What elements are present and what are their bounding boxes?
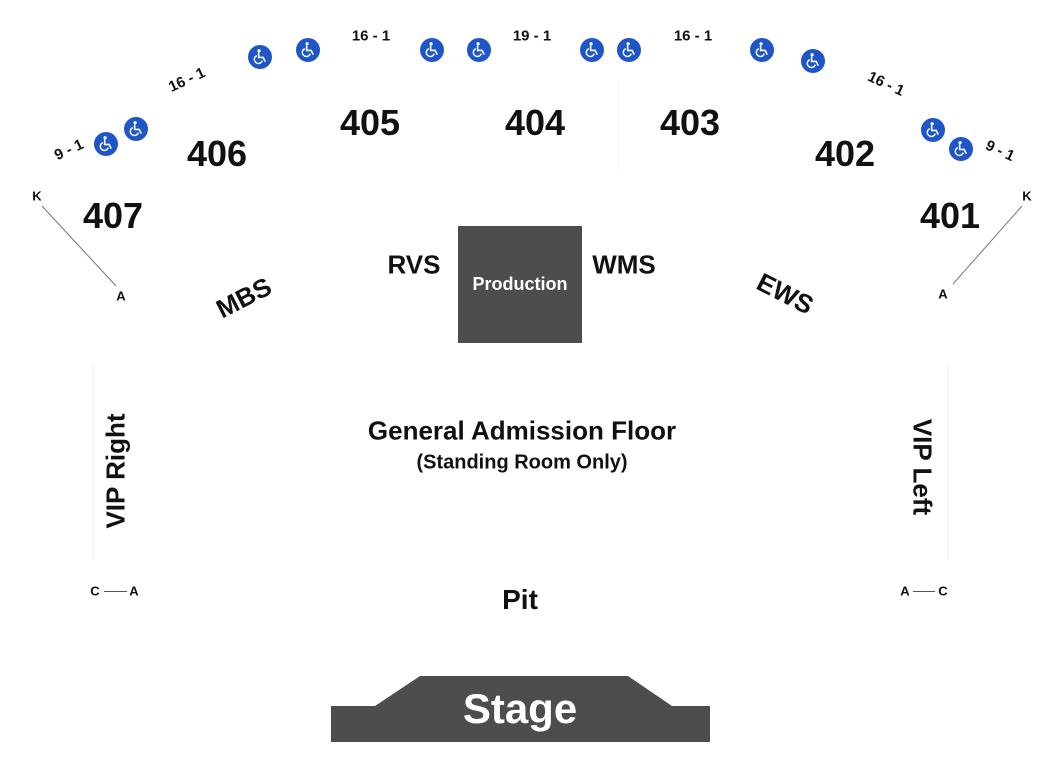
vip-right-row-line bbox=[104, 591, 127, 592]
row-range-404: 19 - 1 bbox=[512, 27, 552, 45]
ga-floor-title[interactable]: General Admission Floor bbox=[367, 415, 677, 446]
section-403[interactable]: 403 bbox=[659, 102, 721, 143]
ga-floor-subtitle: (Standing Room Only) bbox=[416, 451, 628, 474]
wheelchair-accessible-icon[interactable] bbox=[617, 38, 641, 62]
section-vip-right[interactable]: VIP Right bbox=[100, 413, 131, 529]
wheelchair-accessible-icon[interactable] bbox=[124, 117, 148, 141]
row-marker-a-left: A bbox=[116, 288, 126, 304]
section-405[interactable]: 405 bbox=[339, 102, 401, 143]
wheelchair-accessible-icon[interactable] bbox=[801, 49, 825, 73]
section-401[interactable]: 401 bbox=[919, 195, 981, 236]
vip-right-row-c: C bbox=[90, 583, 100, 599]
section-pit[interactable]: Pit bbox=[502, 584, 538, 615]
wheelchair-accessible-icon[interactable] bbox=[921, 118, 945, 142]
section-404[interactable]: 404 bbox=[504, 102, 566, 143]
vip-left-row-a: A bbox=[900, 583, 910, 599]
row-marker-a-right: A bbox=[938, 286, 948, 302]
vip-right-row-a: A bbox=[129, 583, 139, 599]
section-wms[interactable]: WMS bbox=[592, 249, 656, 280]
production-label: Production bbox=[472, 274, 568, 294]
section-vip-left[interactable]: VIP Left bbox=[907, 418, 938, 516]
row-guide-left bbox=[41, 205, 117, 287]
vip-left-row-line bbox=[913, 591, 935, 592]
section-rvs[interactable]: RVS bbox=[387, 249, 441, 280]
row-marker-k-right: K bbox=[1022, 188, 1032, 204]
row-range-405: 16 - 1 bbox=[351, 27, 391, 45]
row-marker-k-left: K bbox=[32, 188, 42, 204]
stage-label: Stage bbox=[462, 685, 578, 732]
wheelchair-accessible-icon[interactable] bbox=[248, 45, 272, 69]
row-guide-right bbox=[952, 205, 1023, 285]
wheelchair-accessible-icon[interactable] bbox=[296, 38, 320, 62]
section-402[interactable]: 402 bbox=[814, 133, 876, 174]
wheelchair-accessible-icon[interactable] bbox=[580, 38, 604, 62]
section-407[interactable]: 407 bbox=[82, 195, 144, 236]
wheelchair-accessible-icon[interactable] bbox=[949, 137, 973, 161]
vip-left-row-c: C bbox=[938, 583, 948, 599]
wheelchair-accessible-icon[interactable] bbox=[467, 38, 491, 62]
wheelchair-accessible-icon[interactable] bbox=[750, 38, 774, 62]
row-range-403: 16 - 1 bbox=[673, 27, 713, 45]
wheelchair-accessible-icon[interactable] bbox=[420, 38, 444, 62]
section-406[interactable]: 406 bbox=[186, 133, 248, 174]
production-area: Production bbox=[458, 226, 582, 343]
wheelchair-accessible-icon[interactable] bbox=[94, 132, 118, 156]
